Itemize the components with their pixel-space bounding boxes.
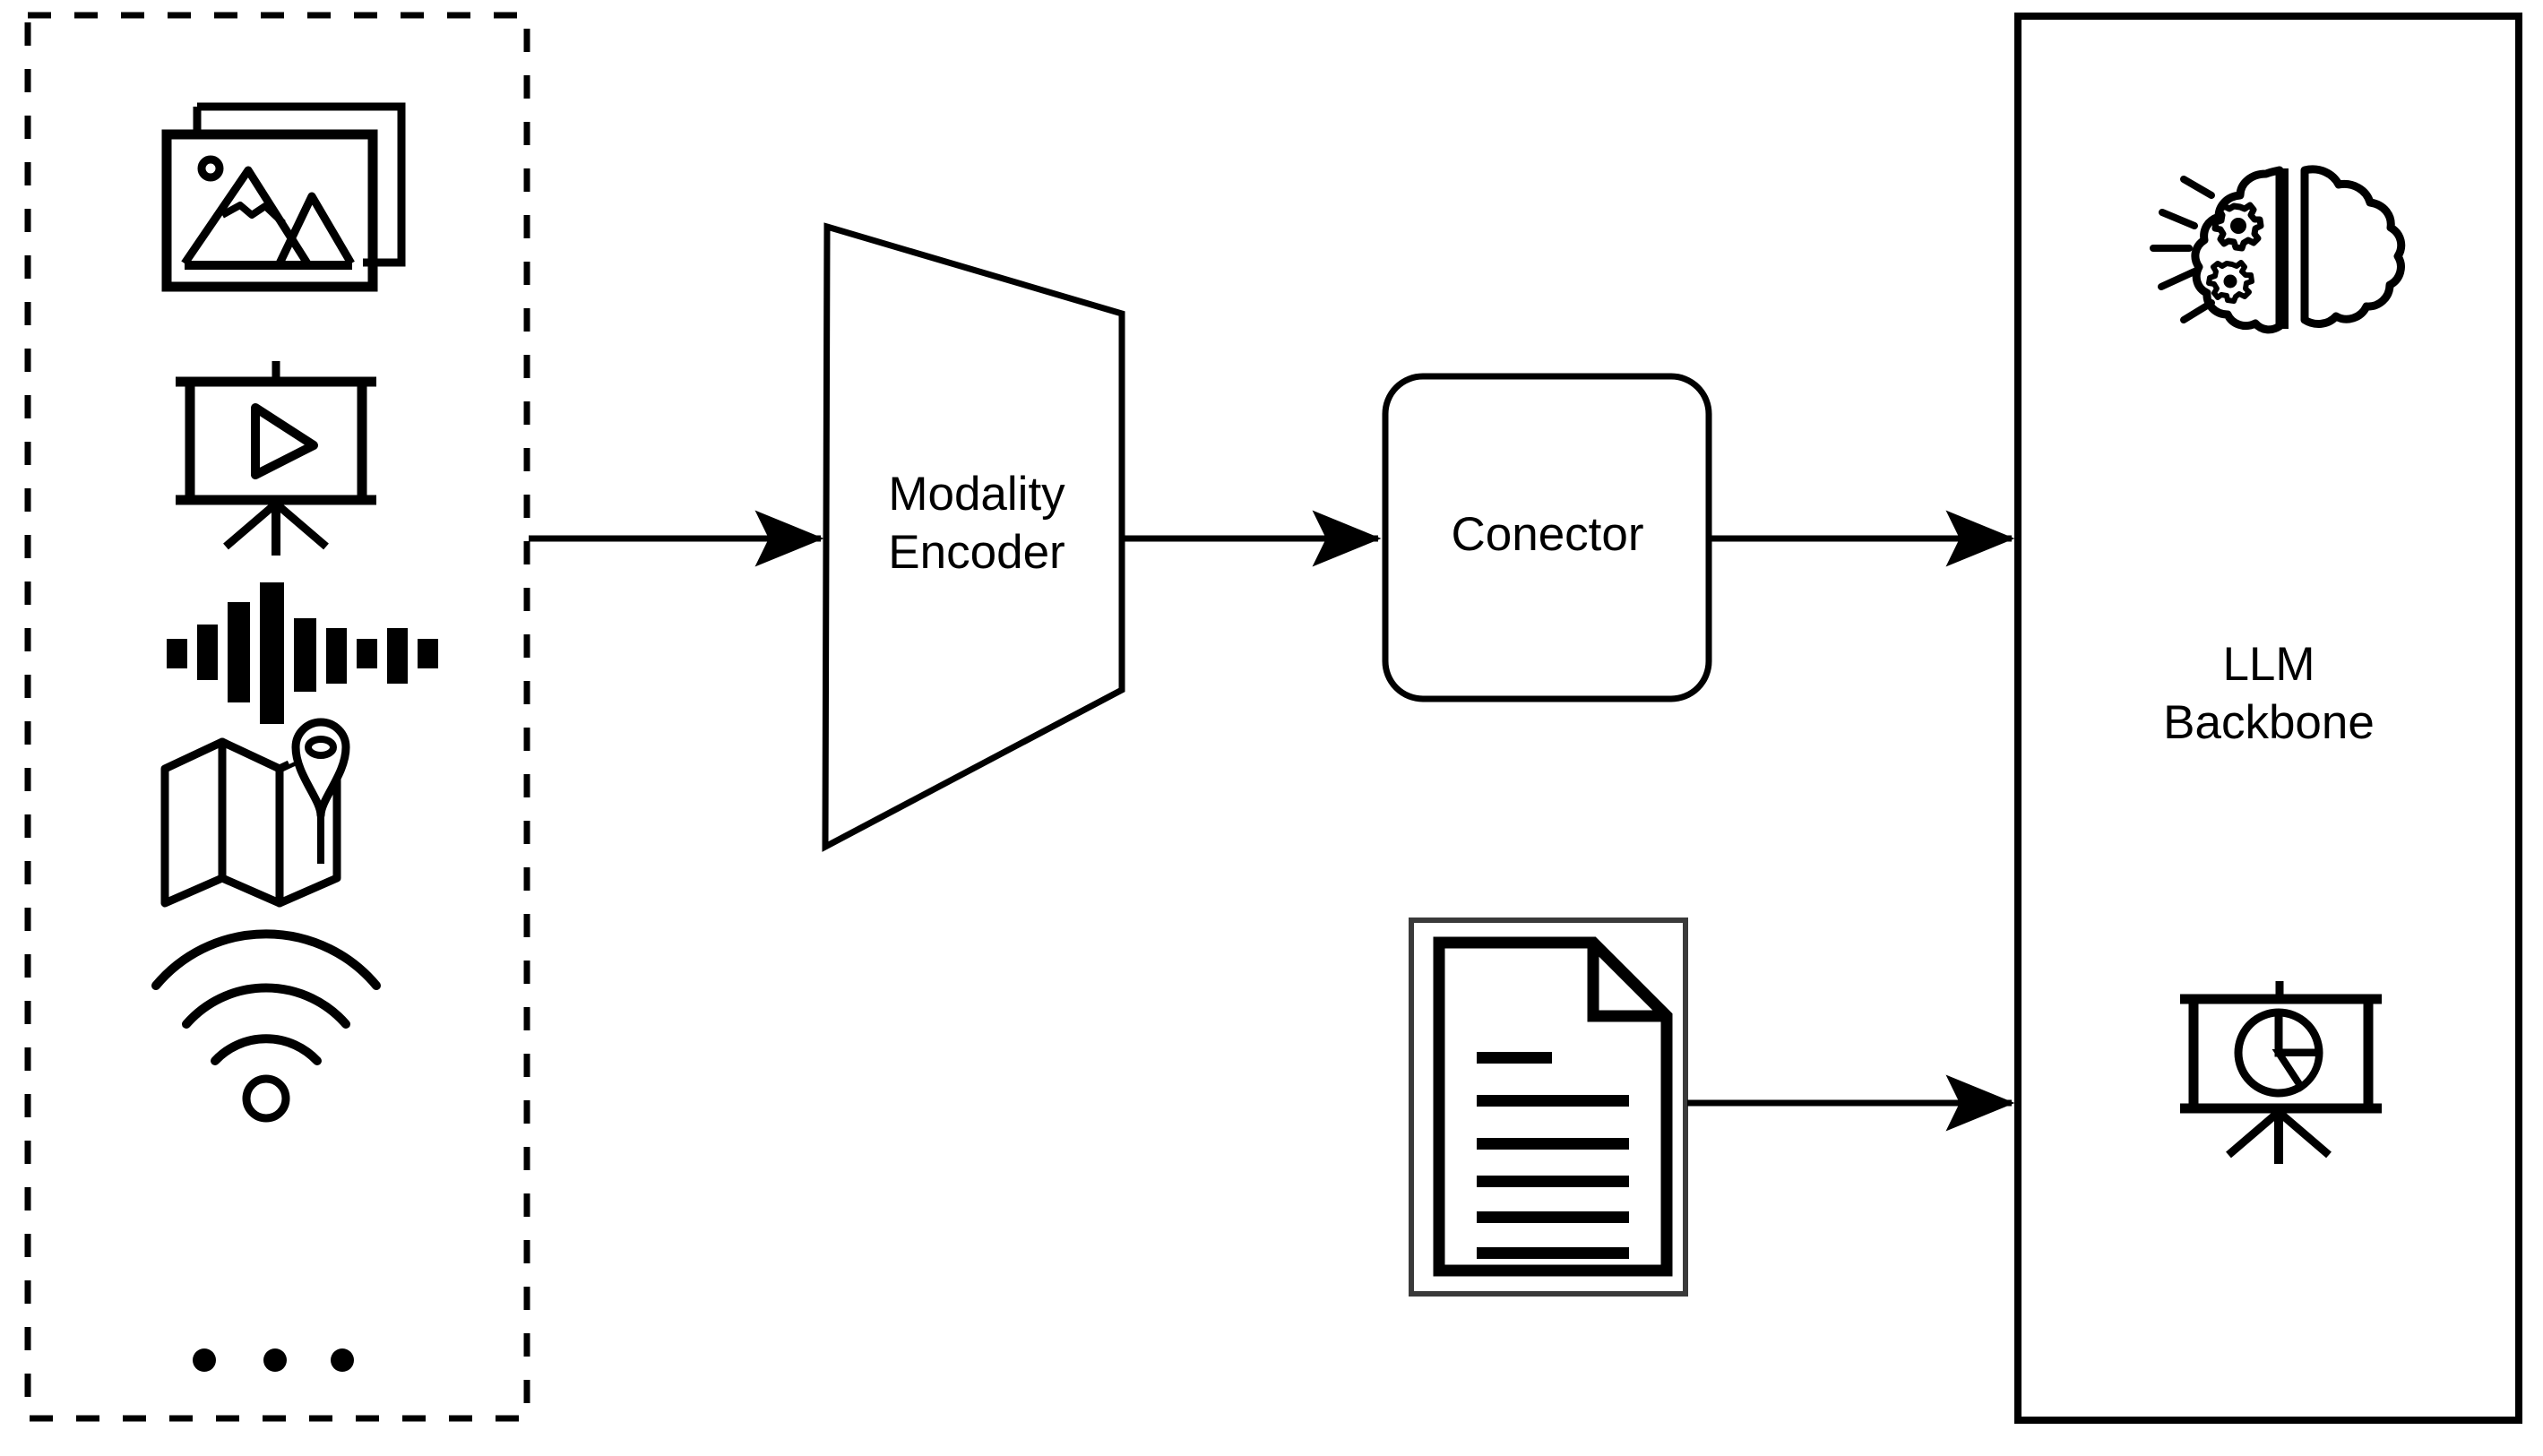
video-presentation-icon <box>176 361 376 556</box>
brain-gears-icon <box>2150 165 2406 334</box>
image-stack-icon <box>161 102 406 292</box>
connector-label: Conector <box>1451 508 1644 561</box>
audio-waveform-icon <box>167 582 438 724</box>
pie-chart-presentation-icon <box>2180 981 2382 1164</box>
modality-encoder-label: Modality Encoder <box>888 468 1065 579</box>
ellipsis-icon <box>193 1348 354 1372</box>
document-lines-icon <box>1433 936 1673 1277</box>
llm-backbone-shape[interactable] <box>2014 13 2522 1424</box>
modality-inputs-group <box>24 12 530 1422</box>
modality-encoder-shape[interactable] <box>822 222 1125 852</box>
map-pin-icon <box>160 718 350 908</box>
wifi-signal-icon <box>151 929 381 1123</box>
llm-backbone-label: LLM Backbone <box>2163 638 2375 749</box>
